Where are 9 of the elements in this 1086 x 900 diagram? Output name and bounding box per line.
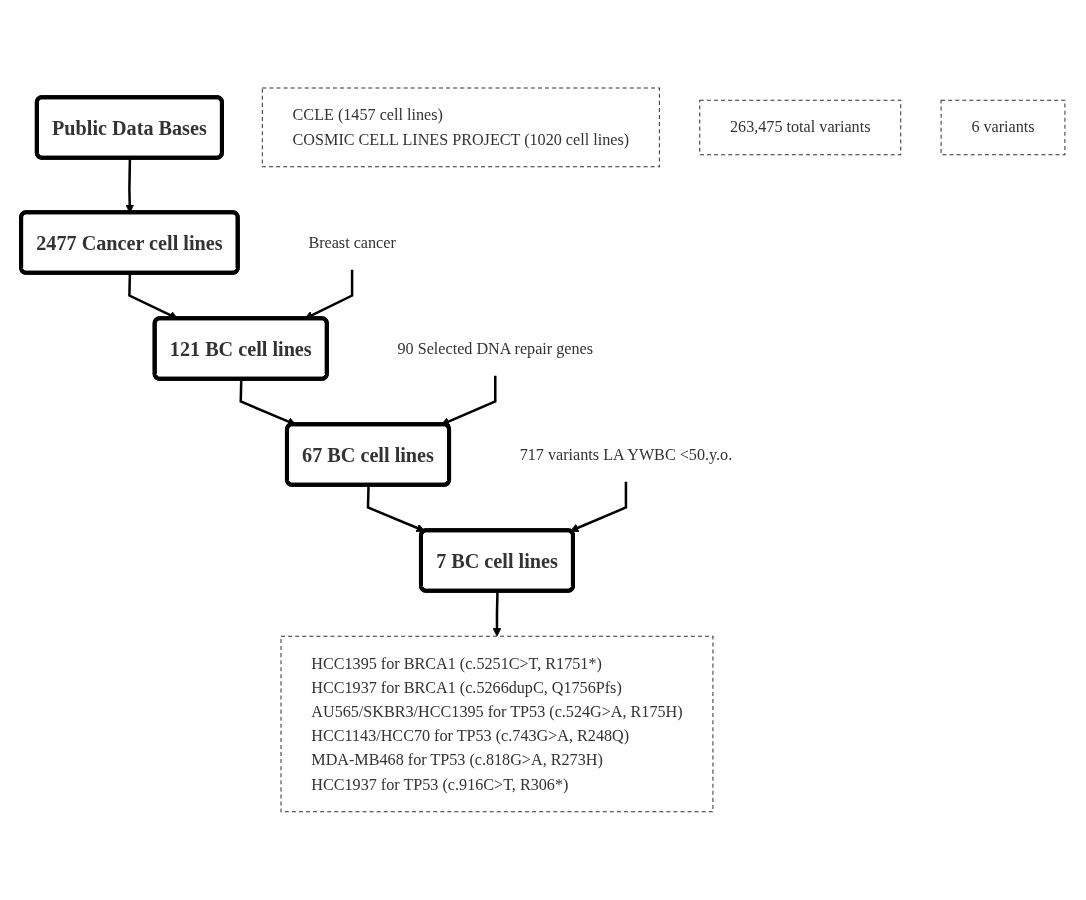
arrow <box>492 591 502 637</box>
node-box: 6 variants <box>940 99 1066 156</box>
node-box: HCC1395 for BRCA1 (c.5251C>T, R1751*) HCC1937 for BRCA1 (c.5266dupC, Q1756Pfs) AU565/SKBR3/HCC1395 for TP53 (c.524G>A, R175H) HCC1143/HCC70 for TP53 (c.743G>A, R248Q) MDA-MB468 for TP53 (c.818G>A, R273H) HCC1937 for TP53 (c.916C>T, R306*) <box>280 635 714 813</box>
node-text: Breast cancer <box>308 233 396 251</box>
arrow <box>569 481 628 533</box>
node-text: 90 Selected DNA repair genes <box>397 339 594 357</box>
node-text: 717 variants LA YWBC <50.y.o. <box>519 445 733 463</box>
node-box: CCLE (1457 cell lines) COSMIC CELL LINES PROJECT (1020 cell lines) <box>261 87 660 168</box>
node-box: 263,475 total variants <box>699 99 902 156</box>
